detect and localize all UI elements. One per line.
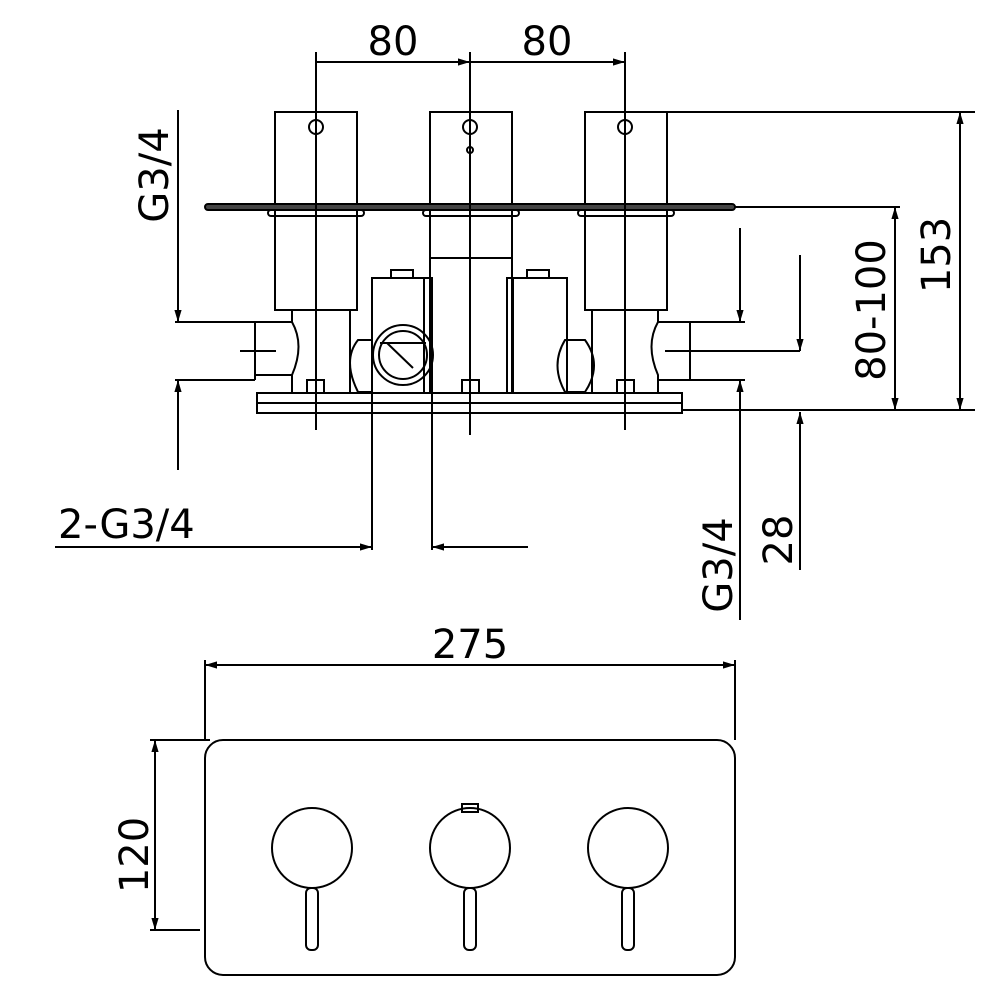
handle-left bbox=[271, 807, 353, 951]
dim-plate-height: 120 bbox=[112, 817, 158, 893]
dim-spacing-left: 80 bbox=[368, 19, 419, 65]
dim-total-depth: 153 bbox=[914, 217, 960, 293]
front-view bbox=[150, 660, 736, 976]
dim-outlet-offset: 28 bbox=[756, 515, 802, 566]
dim-plate-width: 275 bbox=[432, 622, 508, 668]
dim-outlets-bottom: 2-G3/4 bbox=[58, 502, 195, 548]
dim-wall-depth: 80-100 bbox=[849, 239, 895, 381]
handle-center bbox=[429, 803, 511, 951]
handle-right bbox=[587, 807, 669, 951]
cover-plate bbox=[204, 739, 736, 976]
side-view bbox=[55, 52, 975, 620]
dim-inlet-left: G3/4 bbox=[132, 127, 178, 222]
dim-spacing-right: 80 bbox=[522, 19, 573, 65]
dim-outlet-right: G3/4 bbox=[696, 517, 742, 612]
